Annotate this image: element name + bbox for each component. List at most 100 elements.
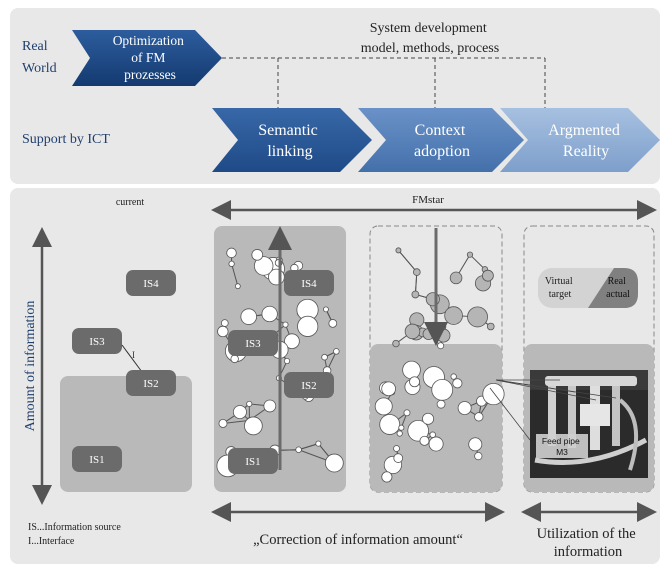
network-node	[474, 412, 484, 422]
source-is3	[72, 328, 122, 354]
network-node	[246, 400, 253, 407]
network-node	[321, 353, 328, 361]
network-node	[379, 414, 401, 435]
network-node	[428, 436, 444, 452]
network-edge	[231, 263, 239, 287]
context-adoption-arrow	[358, 108, 524, 172]
network-node	[407, 419, 429, 442]
support-ict-label: Support by ICT	[22, 132, 110, 147]
network-node	[328, 319, 338, 328]
real-world-label: Real World	[22, 39, 57, 76]
network-node	[251, 249, 264, 261]
network-node	[232, 405, 247, 420]
interface-label: I	[132, 350, 135, 360]
network-node	[261, 305, 278, 323]
network-node	[393, 445, 400, 452]
network-node	[244, 416, 263, 436]
network-node	[429, 431, 436, 438]
source-is2	[126, 370, 176, 396]
network-node	[297, 315, 319, 337]
network-node	[323, 306, 329, 313]
network-node	[436, 328, 451, 343]
network-node	[452, 378, 463, 389]
source-is4	[126, 270, 176, 296]
network-edge	[398, 250, 418, 273]
semantic-linking-label: Semantic linking	[258, 122, 322, 160]
augmented-reality-arrow	[500, 108, 660, 172]
y-axis-label: Amount of information	[23, 301, 38, 432]
network-node	[230, 354, 239, 364]
network-node	[240, 308, 257, 325]
source-is1	[72, 446, 122, 472]
network-node	[457, 401, 472, 416]
network-node	[431, 378, 454, 401]
network-node	[253, 256, 274, 276]
network-node	[234, 283, 241, 290]
network-node	[411, 290, 420, 299]
utilization-label: Utilization of the information	[537, 526, 640, 560]
network-node	[437, 342, 445, 350]
network-node	[284, 333, 300, 350]
network-node	[474, 452, 483, 461]
network-node	[466, 251, 474, 258]
dashed-connectors	[222, 57, 546, 108]
network-node	[315, 440, 322, 447]
network-node	[324, 453, 344, 473]
network-edge	[469, 254, 486, 270]
network-node	[226, 247, 237, 259]
network-node	[283, 357, 291, 365]
virtual-target-label: Virtual target	[545, 276, 575, 300]
network-node	[218, 418, 228, 428]
optimization-arrow-label: Optimization of FM prozesses	[113, 33, 188, 82]
network-node	[396, 430, 403, 437]
network-node	[282, 321, 289, 328]
network-node	[467, 306, 488, 328]
network-node	[419, 435, 430, 446]
semantic-linking-arrow	[212, 108, 372, 172]
network-node	[395, 247, 402, 254]
network-node	[422, 328, 435, 340]
source-is3-label: IS3	[89, 336, 105, 348]
network-node	[295, 446, 302, 453]
network-node	[422, 412, 435, 425]
network-node	[381, 381, 396, 397]
source-is2-label: IS2	[143, 378, 158, 390]
network-node	[449, 271, 463, 285]
network-node	[374, 397, 393, 416]
semantic-is4	[284, 270, 334, 296]
network-node	[439, 323, 447, 331]
virtual-real-badge	[538, 268, 638, 308]
optimization-arrow	[72, 30, 222, 86]
source-is1-label: IS1	[89, 454, 104, 466]
real-actual-label: Real actual	[606, 276, 630, 300]
context-panel	[370, 344, 502, 492]
system-development-label: System development model, methods, proce…	[361, 21, 499, 56]
interface-line	[121, 344, 143, 373]
network-node	[482, 382, 505, 406]
network-node	[486, 322, 495, 331]
fmstar-label: FMstar	[412, 194, 444, 206]
augmented-reality-label: Argmented Reality	[548, 122, 624, 160]
network-node	[220, 319, 229, 327]
network-edge	[298, 443, 319, 451]
semantic-is1	[228, 448, 278, 474]
network-node	[393, 453, 404, 463]
network-node	[413, 268, 421, 276]
feed-pipe-label: Feed pipe M3	[542, 436, 582, 457]
network-node	[444, 306, 463, 325]
network-node	[409, 376, 420, 388]
network-node	[436, 399, 446, 409]
network-node	[217, 325, 229, 338]
current-label: current	[116, 197, 145, 208]
semantic-is2-label: IS2	[301, 380, 316, 392]
network-node	[468, 437, 483, 452]
network-node	[228, 260, 235, 267]
correction-label: „Correction of information amount“	[253, 532, 463, 548]
semantic-is2	[284, 372, 334, 398]
legend: IS...Information source I...Interface	[28, 522, 123, 547]
network-node	[263, 399, 277, 413]
network-node	[392, 339, 400, 348]
semantic-is3-label: IS3	[245, 338, 261, 350]
network-node	[450, 373, 457, 380]
